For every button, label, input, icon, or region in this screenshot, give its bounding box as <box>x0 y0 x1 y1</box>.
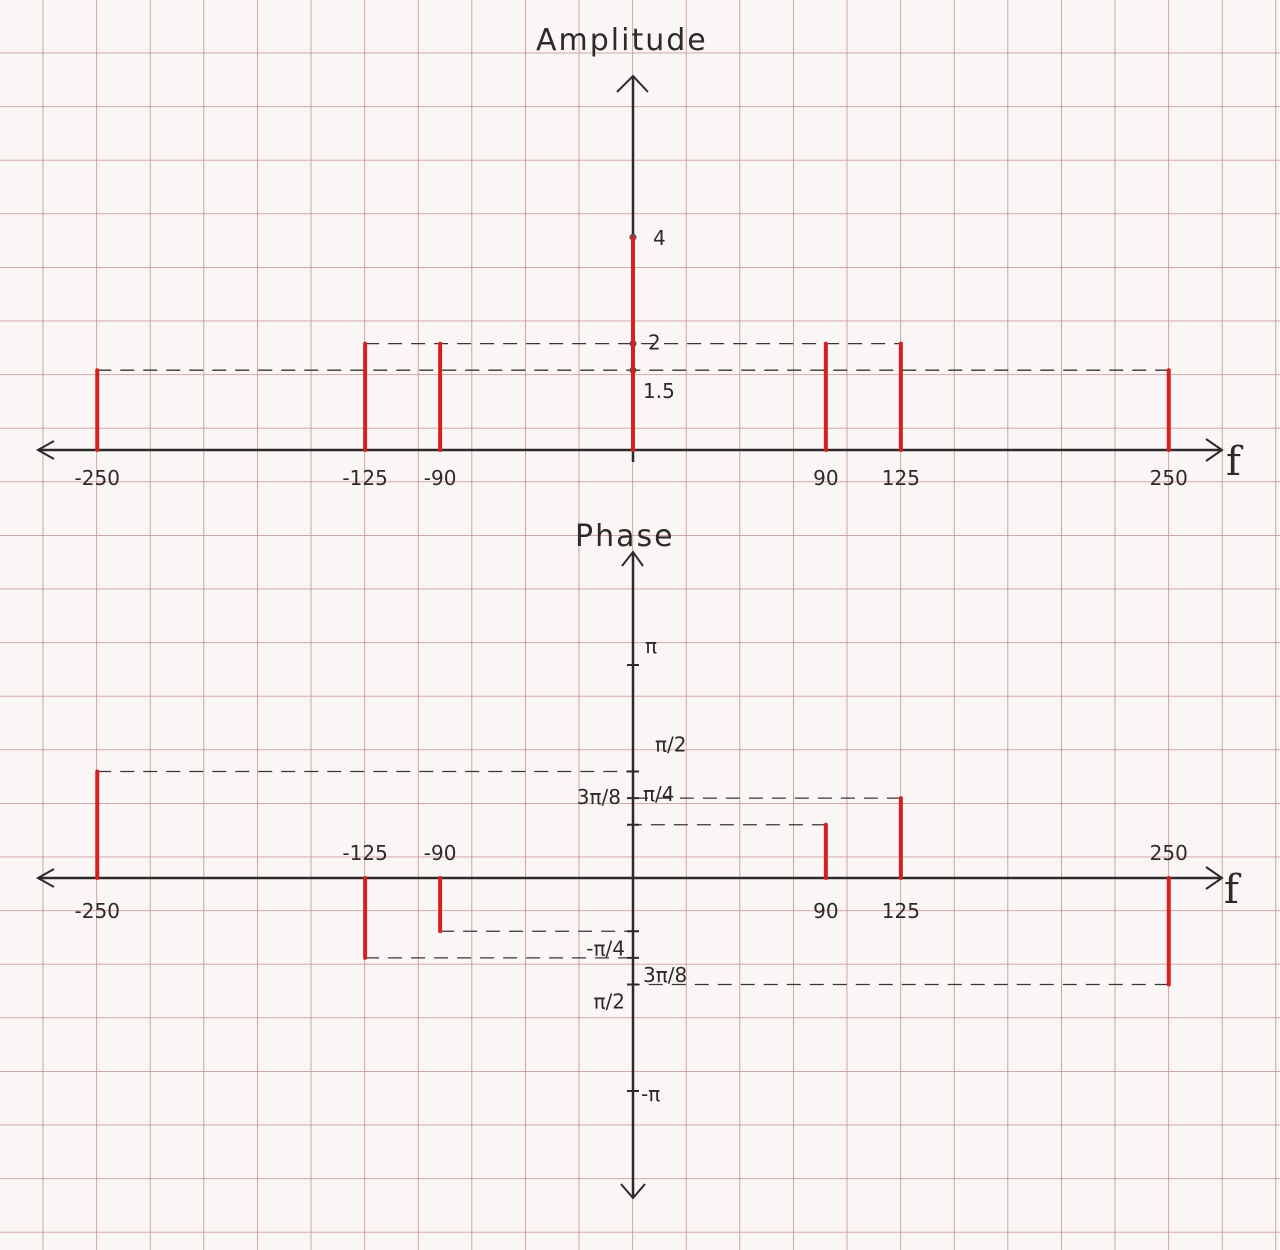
phase-y-tick-label: π/2 <box>655 733 687 757</box>
amplitude-axis-title: Amplitude <box>536 23 708 58</box>
phase-x-axis-left-arrow <box>35 868 55 888</box>
phase-f-label: f <box>1224 867 1242 913</box>
amplitude-y-axis-arrow <box>616 74 649 93</box>
phase-guides <box>97 770 1169 986</box>
phase-x-ticks: -250 -125 -90 90 125 250 <box>75 841 1188 923</box>
amplitude-x-tick-label: -125 <box>342 466 387 490</box>
amplitude-chart: Amplitude f 4 2 1.5 -250 -125 -90 90 125 250 <box>35 23 1244 490</box>
phase-y-tick-label: π/2 <box>593 990 625 1014</box>
phase-x-tick-label: -250 <box>75 899 120 923</box>
phase-x-tick-label: 90 <box>813 899 838 923</box>
amplitude-x-tick-label: 125 <box>882 466 920 490</box>
phase-y-axis-bottom-arrow <box>620 1183 646 1200</box>
phase-x-tick-label: 125 <box>882 899 920 923</box>
amplitude-stems <box>95 235 1171 452</box>
amplitude-x-ticks: -250 -125 -90 90 125 250 <box>75 466 1188 490</box>
amplitude-y-tick-label: 4 <box>653 226 666 250</box>
amplitude-x-tick-label: 250 <box>1150 466 1188 490</box>
amplitude-f-label: f <box>1226 439 1244 485</box>
phase-x-tick-label: -125 <box>342 841 387 865</box>
amplitude-x-axis-right-arrow <box>1205 438 1224 462</box>
phase-y-tick-label: π <box>645 634 657 658</box>
phase-stems <box>95 769 1171 987</box>
phase-y-tick-label: 3π/8 <box>577 785 621 809</box>
phase-y-tick-label: π/4 <box>643 782 675 806</box>
phase-x-tick-label: 250 <box>1150 841 1188 865</box>
phase-axis-title: Phase <box>575 519 675 554</box>
amplitude-x-tick-label: 90 <box>813 466 838 490</box>
phase-y-tick-label: -π <box>641 1082 660 1106</box>
amplitude-x-tick-label: -90 <box>424 466 457 490</box>
phase-x-tick-label: -90 <box>424 841 457 865</box>
amplitude-x-axis-left-arrow <box>35 440 55 460</box>
phase-x-axis-right-arrow <box>1205 866 1224 890</box>
phase-y-ticks: π π/2 3π/8 π/4 -π/4 3π/8 π/2 -π <box>577 634 687 1106</box>
amplitude-x-tick-label: -250 <box>75 466 120 490</box>
phase-y-tick-label: 3π/8 <box>643 963 687 987</box>
amplitude-y-tick-label: 1.5 <box>643 379 675 403</box>
phase-y-tick-label: -π/4 <box>586 936 625 960</box>
amplitude-y-tick-label: 2 <box>648 331 661 355</box>
phase-y-axis-top-arrow <box>621 550 644 567</box>
phase-chart: Phase f π π/2 3π/8 π/4 -π/4 3π/8 π/2 -π -250 -12… <box>35 519 1242 1200</box>
